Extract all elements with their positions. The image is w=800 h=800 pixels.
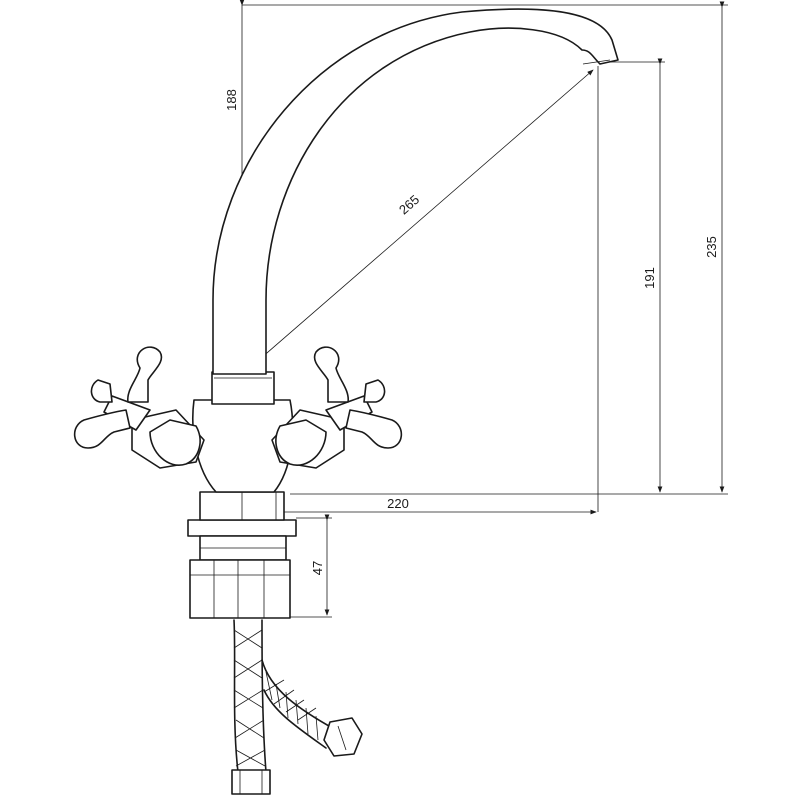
dim-label-top-section: 188 (224, 89, 239, 111)
flexible-hoses (231, 619, 363, 795)
body-neck (199, 491, 285, 521)
dimension-lines (236, 0, 728, 618)
dim-label-mount-height: 47 (310, 561, 325, 575)
dim-label-spout-height: 191 (642, 267, 657, 289)
dim-label-spout-length: 265 (396, 192, 422, 218)
dim-label-spout-reach: 220 (387, 496, 409, 511)
right-cross-handle (271, 346, 403, 469)
spout (212, 8, 619, 375)
mounting-base (187, 519, 297, 619)
dim-label-overall-height: 235 (704, 236, 719, 258)
left-cross-handle (73, 346, 205, 469)
